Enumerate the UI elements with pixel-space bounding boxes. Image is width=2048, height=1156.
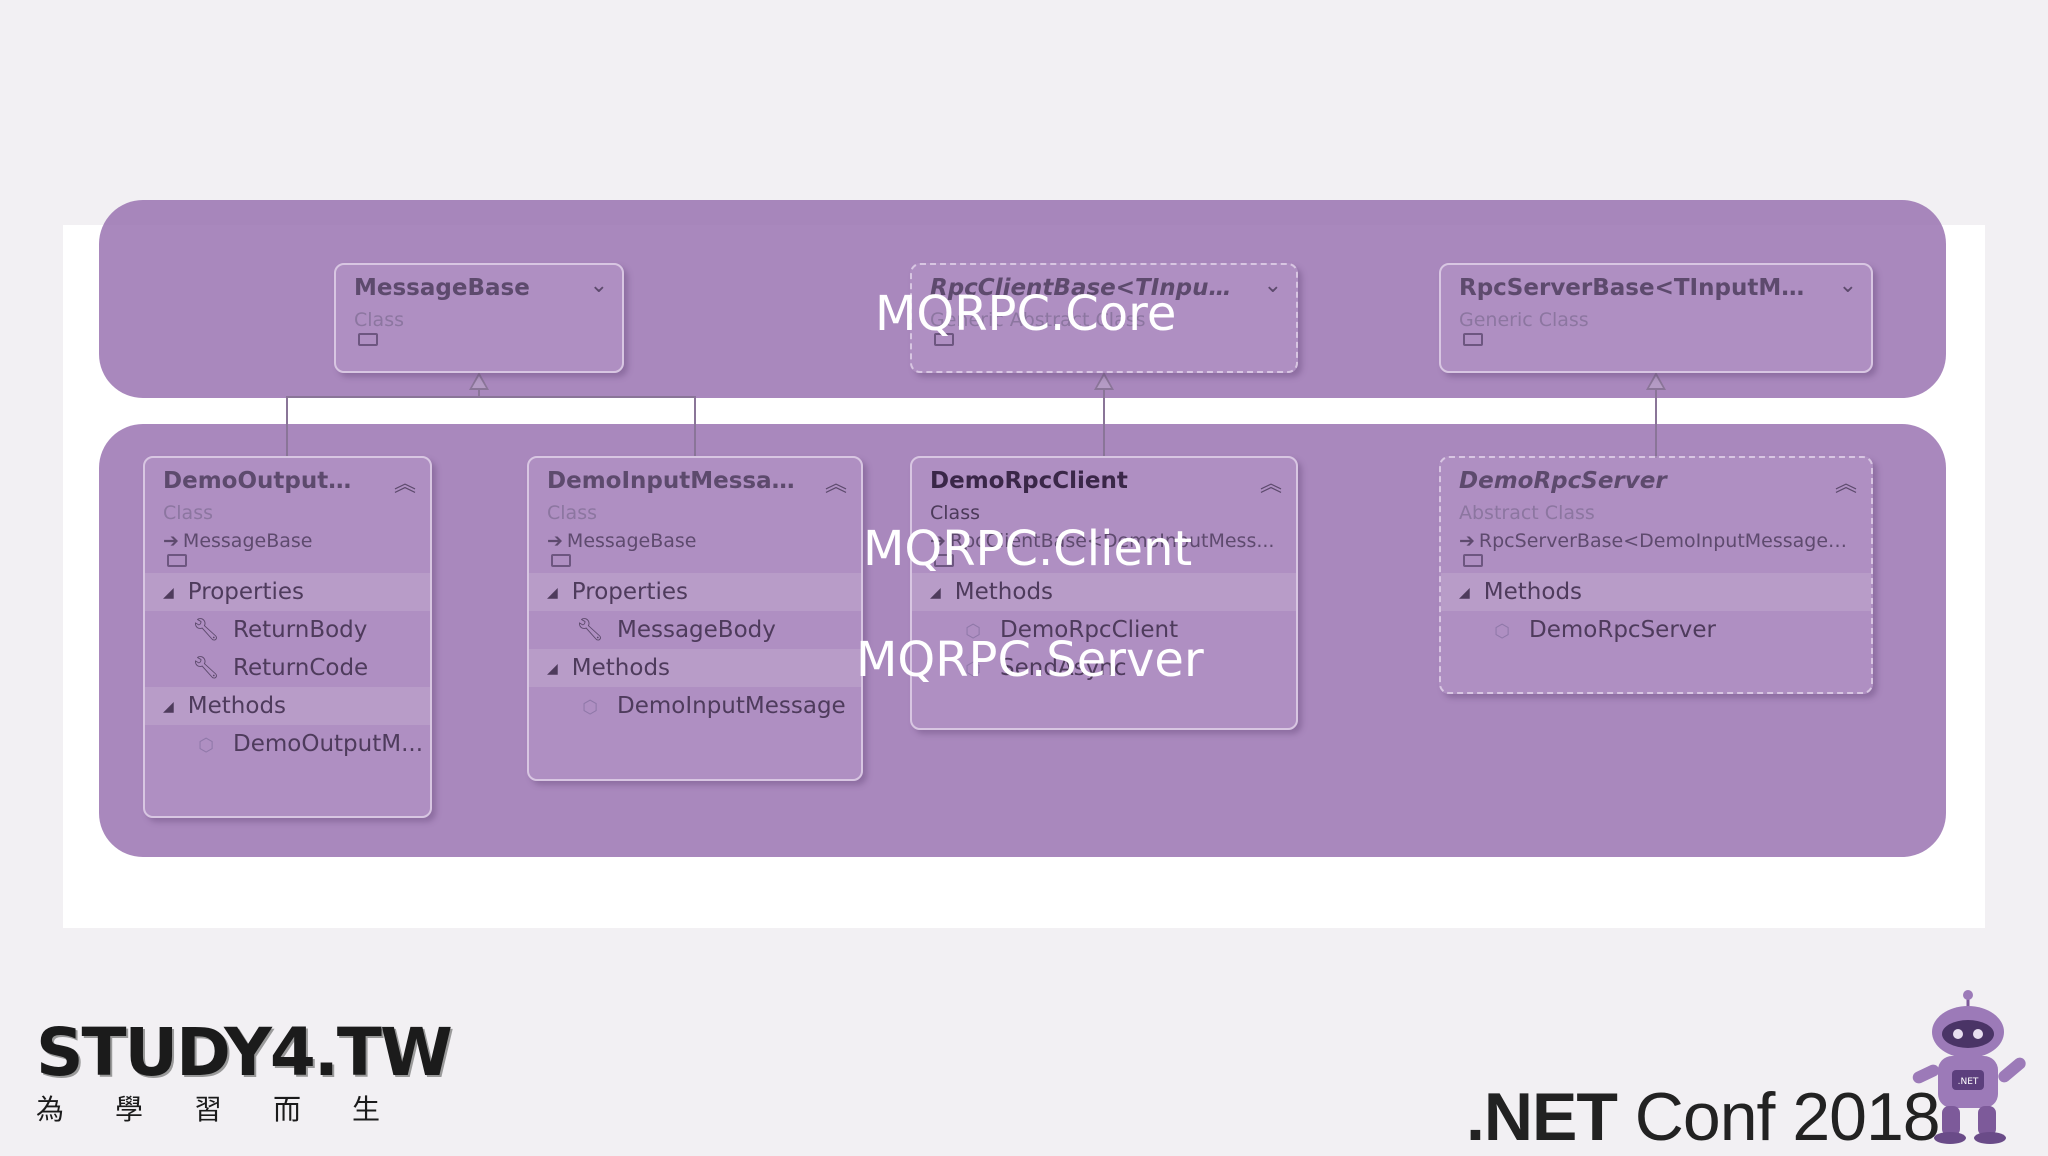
inherits-icon: ➔ — [547, 530, 563, 552]
netconf-logo: .NET Conf 2018 — [1466, 1079, 1941, 1155]
class-kind: Class — [163, 502, 213, 524]
class-demo-rpc-client[interactable]: DemoRpcClient ︽ Class ➔RpcClientBase<Dem… — [910, 456, 1298, 730]
dotnet-bot-mascot-icon: .NET — [1912, 990, 2026, 1144]
inheritance-arrow — [469, 372, 489, 390]
method-cube-icon: ⬡ — [965, 621, 981, 642]
members-toggle-icon[interactable] — [934, 333, 954, 346]
connector-line — [286, 396, 696, 398]
collapse-toggle-icon[interactable]: ⌄ — [1838, 273, 1857, 298]
collapse-triangle-icon[interactable]: ◢ — [1459, 585, 1470, 601]
connector-line — [1655, 380, 1657, 458]
members-toggle-icon[interactable] — [167, 554, 187, 567]
base-class: ➔MessageBase — [163, 530, 313, 552]
svg-text:.NET: .NET — [1958, 1077, 1979, 1087]
members-toggle-icon[interactable] — [358, 333, 378, 346]
connector-line — [694, 396, 696, 458]
expand-toggle-icon[interactable]: ︽ — [824, 472, 847, 497]
members-toggle-icon[interactable] — [934, 554, 954, 567]
connector-line — [478, 384, 480, 398]
slogan-char: 學 — [114, 1093, 143, 1126]
method-cube-icon: ⬡ — [965, 659, 981, 680]
collapse-triangle-icon[interactable]: ◢ — [163, 585, 174, 601]
collapse-triangle-icon[interactable]: ◢ — [547, 661, 558, 677]
expand-toggle-icon[interactable]: ︽ — [1259, 472, 1282, 497]
member-property[interactable]: 🔧︎ReturnCode — [145, 649, 430, 687]
section-methods[interactable]: ◢Methods — [145, 687, 430, 725]
method-cube-icon: ⬡ — [582, 697, 598, 718]
class-rpc-server-base[interactable]: RpcServerBase<TInputMess... ⌄ Generic Cl… — [1439, 263, 1873, 373]
slogan-char: 生 — [351, 1093, 380, 1126]
inherits-icon: ➔ — [163, 530, 179, 552]
class-kind: Generic Class — [1459, 309, 1589, 331]
class-kind: Class — [930, 502, 980, 524]
member-property[interactable]: 🔧︎ReturnBody — [145, 611, 430, 649]
members-toggle-icon[interactable] — [1463, 554, 1483, 567]
class-demo-output-message[interactable]: DemoOutputMe... ︽ Class ➔MessageBase ◢Pr… — [143, 456, 432, 818]
expand-toggle-icon[interactable]: ︽ — [393, 472, 416, 497]
section-properties[interactable]: ◢Properties — [529, 573, 861, 611]
inheritance-arrow — [1646, 372, 1666, 390]
wrench-icon: 🔧︎ — [192, 656, 220, 681]
class-kind: Abstract Class — [1459, 502, 1595, 524]
member-method[interactable]: ⬡DemoInputMessage — [529, 687, 861, 725]
expand-toggle-icon[interactable]: ︽ — [1834, 472, 1857, 497]
class-name: MessageBase — [354, 275, 530, 301]
class-name: DemoInputMessage — [547, 468, 804, 494]
inheritance-arrow — [1094, 372, 1114, 390]
class-kind: Generic Abstract Class — [930, 309, 1146, 331]
class-demo-rpc-server[interactable]: DemoRpcServer ︽ Abstract Class ➔RpcServe… — [1439, 456, 1873, 694]
class-kind: Class — [354, 309, 404, 331]
collapse-triangle-icon[interactable]: ◢ — [930, 585, 941, 601]
study4-logo: STUDY4.TW — [36, 1014, 453, 1091]
members-toggle-icon[interactable] — [551, 554, 571, 567]
collapse-triangle-icon[interactable]: ◢ — [163, 699, 174, 715]
section-properties[interactable]: ◢Properties — [145, 573, 430, 611]
slogan-char: 習 — [193, 1093, 222, 1126]
section-methods[interactable]: ◢Methods — [1441, 573, 1871, 611]
class-message-base[interactable]: MessageBase ⌄ Class — [334, 263, 624, 373]
member-method[interactable]: ⬡DemoRpcClient — [912, 611, 1296, 649]
connector-line — [1103, 380, 1105, 458]
study4-slogan: 為 學 習 而 生 — [36, 1088, 380, 1128]
member-method[interactable]: ⬡DemoRpcServer — [1441, 611, 1871, 649]
class-name: RpcServerBase<TInputMess... — [1459, 275, 1851, 301]
slogan-char: 而 — [272, 1093, 301, 1126]
class-name: DemoRpcServer — [1459, 468, 1667, 494]
slogan-char: 為 — [36, 1093, 65, 1126]
connector-line — [286, 396, 288, 458]
section-methods[interactable]: ◢Methods — [912, 573, 1296, 611]
member-method[interactable]: ⬡DemoOutputM... — [145, 725, 430, 763]
collapse-toggle-icon[interactable]: ⌄ — [589, 273, 608, 298]
method-cube-icon: ⬡ — [198, 735, 214, 756]
class-demo-input-message[interactable]: DemoInputMessage ︽ Class ➔MessageBase ◢P… — [527, 456, 863, 781]
region-label-client: MQRPC.Client — [863, 521, 1193, 577]
wrench-icon: 🔧︎ — [576, 618, 604, 643]
members-toggle-icon[interactable] — [1463, 333, 1483, 346]
base-class: ➔MessageBase — [547, 530, 697, 552]
region-label-server: MQRPC.Server — [856, 632, 1204, 688]
class-kind: Class — [547, 502, 597, 524]
collapse-triangle-icon[interactable]: ◢ — [547, 585, 558, 601]
region-label-core: MQRPC.Core — [875, 286, 1177, 342]
base-class: ➔RpcServerBase<DemoInputMessage, ... — [1459, 530, 1853, 552]
class-name: DemoRpcClient — [930, 468, 1128, 494]
wrench-icon: 🔧︎ — [192, 618, 220, 643]
section-methods[interactable]: ◢Methods — [529, 649, 861, 687]
collapse-toggle-icon[interactable]: ⌄ — [1263, 273, 1282, 298]
method-cube-icon: ⬡ — [1494, 621, 1510, 642]
member-property[interactable]: 🔧︎MessageBody — [529, 611, 861, 649]
class-name: DemoOutputMe... — [163, 468, 393, 494]
class-rpc-client-base[interactable]: RpcClientBase<TInputMess... ⌄ Generic Ab… — [910, 263, 1298, 373]
member-method[interactable]: ⬡SendAsync — [912, 649, 1296, 687]
inherits-icon: ➔ — [1459, 530, 1475, 552]
